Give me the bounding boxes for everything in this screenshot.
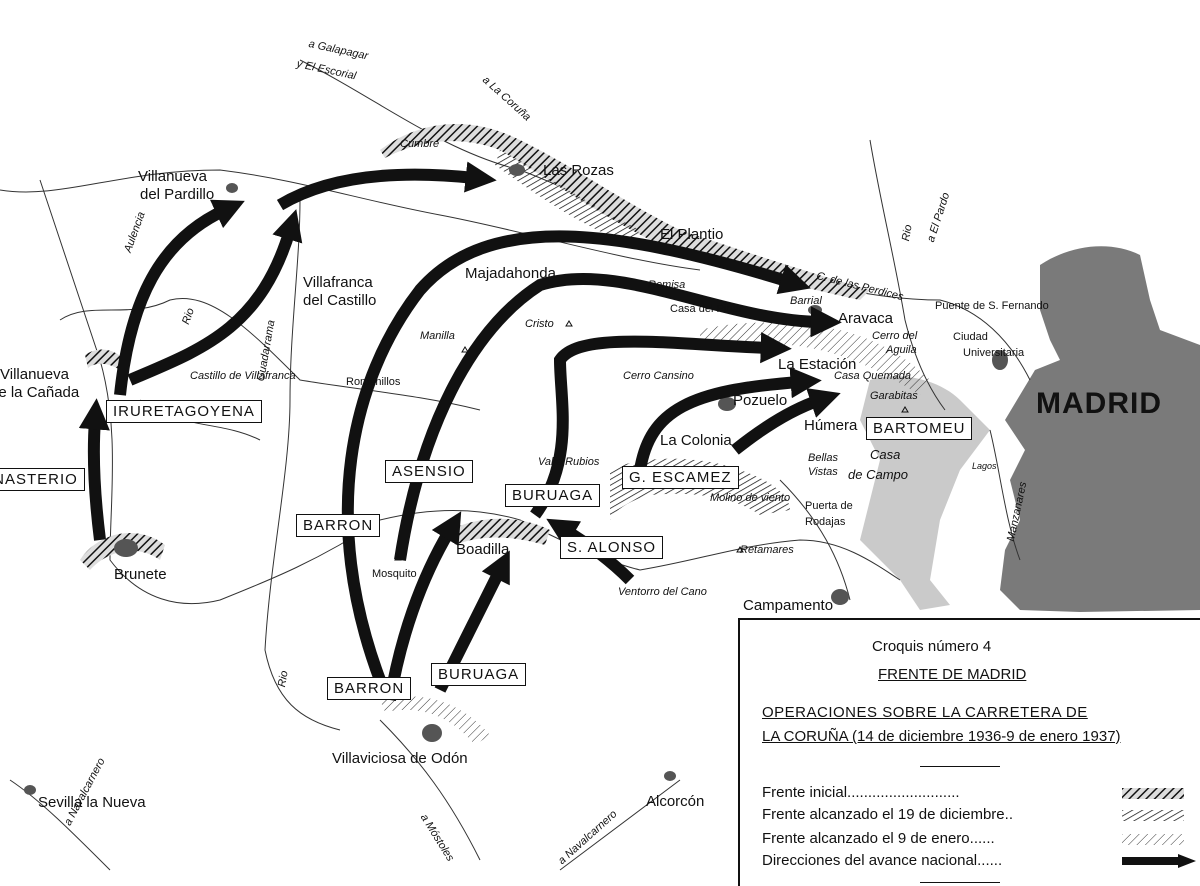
place-el-plantio: El Plantio bbox=[660, 226, 724, 243]
place-cerro-aguila-1: Cerro del bbox=[872, 330, 918, 342]
arrow-asensio-aravaca bbox=[394, 272, 842, 561]
place-romanillos: Romanillos bbox=[346, 376, 401, 388]
legend-item-jan9: Frente alcanzado el 9 de enero...... bbox=[762, 830, 995, 847]
legend-divider-top bbox=[920, 766, 1000, 767]
place-ciudad-2: Universitaria bbox=[963, 347, 1025, 359]
legend-item-dec19-dots: .. bbox=[1004, 806, 1013, 823]
place-puerta-2: Rodajas bbox=[805, 516, 846, 528]
place-villaviciosa: Villaviciosa de Odón bbox=[332, 750, 468, 767]
arrow-brunete-north bbox=[78, 398, 110, 541]
place-bellas-vistas-1: Bellas bbox=[808, 452, 838, 464]
place-mosquito: Mosquito bbox=[372, 568, 417, 580]
legend-item-dec19-label: Frente alcanzado el 19 de diciembre bbox=[762, 806, 1005, 823]
unit-g-escamez[interactable]: G. ESCAMEZ bbox=[622, 466, 739, 489]
legend-item-initial-dots: ........................... bbox=[847, 784, 960, 801]
place-majadahonda: Majadahonda bbox=[465, 265, 556, 282]
unit-asensio[interactable]: ASENSIO bbox=[385, 460, 473, 483]
arrow-iruretagoyena-villafranca bbox=[127, 209, 303, 386]
place-casa-del-pinar: Casa del Pinar bbox=[670, 303, 743, 315]
legend-item-initial: Frente inicial..........................… bbox=[762, 784, 960, 801]
legend-divider-bottom bbox=[920, 882, 1000, 883]
legend-item-jan9-dots: ...... bbox=[969, 830, 995, 847]
legend-item-dec19: Frente alcanzado el 19 de diciembre.. bbox=[762, 806, 1013, 823]
place-las-rozas: Las Rozas bbox=[543, 162, 614, 179]
place-aravaca: Aravaca bbox=[838, 310, 894, 327]
unit-monasterio[interactable]: MONASTERIO bbox=[0, 468, 85, 491]
place-madrid: MADRID bbox=[1036, 387, 1162, 420]
place-molino-viento: Molino de viento bbox=[710, 492, 791, 504]
place-remisa: Remisa bbox=[648, 279, 686, 291]
point-markers bbox=[394, 320, 909, 561]
legend-sketch-number: Croquis número 4 bbox=[872, 638, 992, 655]
legend-swatch-jan9 bbox=[1122, 834, 1184, 845]
legend-item-advance: Direcciones del avance nacional...... bbox=[762, 852, 1002, 869]
place-cerro-cansino: Cerro Cansino bbox=[623, 370, 694, 382]
place-manilla: Manilla bbox=[420, 330, 455, 342]
place-puerta-1: Puerta de bbox=[805, 500, 853, 512]
place-villanueva-pardillo-1: Villanueva bbox=[138, 168, 207, 185]
legend-item-advance-dots: ...... bbox=[977, 852, 1003, 869]
unit-bartomeu[interactable]: BARTOMEU bbox=[866, 417, 973, 440]
legend-swatch-dec19 bbox=[1122, 810, 1184, 821]
place-humera: Húmera bbox=[804, 417, 858, 434]
arrow-pardillo-rozas bbox=[276, 161, 497, 211]
place-casa-quemada: Casa Quemada bbox=[834, 370, 912, 382]
place-castillo-villafranca: Castillo de Villafranca bbox=[190, 370, 296, 382]
place-pozuelo: Pozuelo bbox=[733, 392, 788, 409]
place-casa-2: de Campo bbox=[848, 467, 908, 482]
legend-swatch-advance-arrow bbox=[1122, 854, 1196, 868]
place-villafranca-1: Villafranca bbox=[303, 274, 373, 291]
place-brunete: Brunete bbox=[114, 566, 167, 583]
place-cristo: Cristo bbox=[525, 318, 554, 330]
arrow-buruaga-estacion bbox=[530, 332, 792, 519]
place-lagos: Lagos bbox=[972, 461, 997, 471]
place-bellas-vistas-2: Vistas bbox=[808, 466, 838, 478]
arrow-iruretagoyena-pardillo bbox=[114, 199, 245, 396]
place-retamares: Retamares bbox=[740, 544, 794, 556]
legend-item-advance-label: Direcciones del avance nacional bbox=[762, 852, 978, 869]
unit-iruretagoyena[interactable]: IRURETAGOYENA bbox=[106, 400, 262, 423]
place-cerro-aguila-2: Aguila bbox=[886, 344, 917, 356]
casa-de-campo-area bbox=[860, 376, 990, 610]
unit-barron-north[interactable]: BARRON bbox=[296, 514, 381, 537]
place-villanueva-canada-1: Villanueva bbox=[0, 366, 69, 383]
unit-s-alonso[interactable]: S. ALONSO bbox=[560, 536, 664, 559]
place-barrial: Barrial bbox=[790, 295, 822, 307]
place-villanueva-canada-2: de la Cañada bbox=[0, 384, 80, 401]
arrow-escamez-pozuelo bbox=[634, 367, 822, 472]
legend-item-jan9-label: Frente alcanzado el 9 de enero bbox=[762, 830, 970, 847]
place-alcorcon: Alcorcón bbox=[646, 793, 705, 810]
place-villafranca-2: del Castillo bbox=[303, 292, 377, 309]
legend-title-line1: OPERACIONES SOBRE LA CARRETERA DE bbox=[762, 704, 1088, 721]
place-garabitas: Garabitas bbox=[870, 390, 918, 402]
unit-barron-south[interactable]: BARRON bbox=[327, 677, 412, 700]
unit-buruaga-south[interactable]: BURUAGA bbox=[431, 663, 527, 686]
place-villanueva-pardillo-2: del Pardillo bbox=[140, 186, 215, 203]
place-la-colonia: La Colonia bbox=[660, 432, 732, 449]
legend-swatch-initial bbox=[1122, 788, 1184, 799]
place-valle-rubios: Valle Rubios bbox=[538, 456, 600, 468]
place-sevilla-la-nueva: Sevilla la Nueva bbox=[38, 794, 146, 811]
place-campamento: Campamento bbox=[743, 597, 834, 614]
place-puente-s-fernando: Puente de S. Fernando bbox=[935, 300, 1049, 312]
place-casa-1: Casa bbox=[870, 447, 901, 462]
front-lines bbox=[80, 123, 930, 745]
place-boadilla: Boadilla bbox=[456, 541, 510, 558]
place-ciudad-1: Ciudad bbox=[953, 331, 988, 343]
legend-item-initial-label: Frente inicial bbox=[762, 784, 848, 801]
place-la-estacion: La Estación bbox=[778, 356, 857, 373]
legend-title-line2: LA CORUÑA (14 de diciembre 1936-9 de ene… bbox=[762, 728, 1121, 745]
arrow-colonia-humera bbox=[731, 388, 841, 455]
madrid-urban-area bbox=[1000, 246, 1200, 613]
place-cumbre: Cumbre bbox=[400, 138, 440, 150]
unit-buruaga-north[interactable]: BURUAGA bbox=[505, 484, 601, 507]
legend-front-name: FRENTE DE MADRID bbox=[878, 666, 1027, 683]
place-ventorro: Ventorro del Cano bbox=[618, 586, 707, 598]
legend-box: Croquis número 4 FRENTE DE MADRID OPERAC… bbox=[738, 618, 1200, 886]
